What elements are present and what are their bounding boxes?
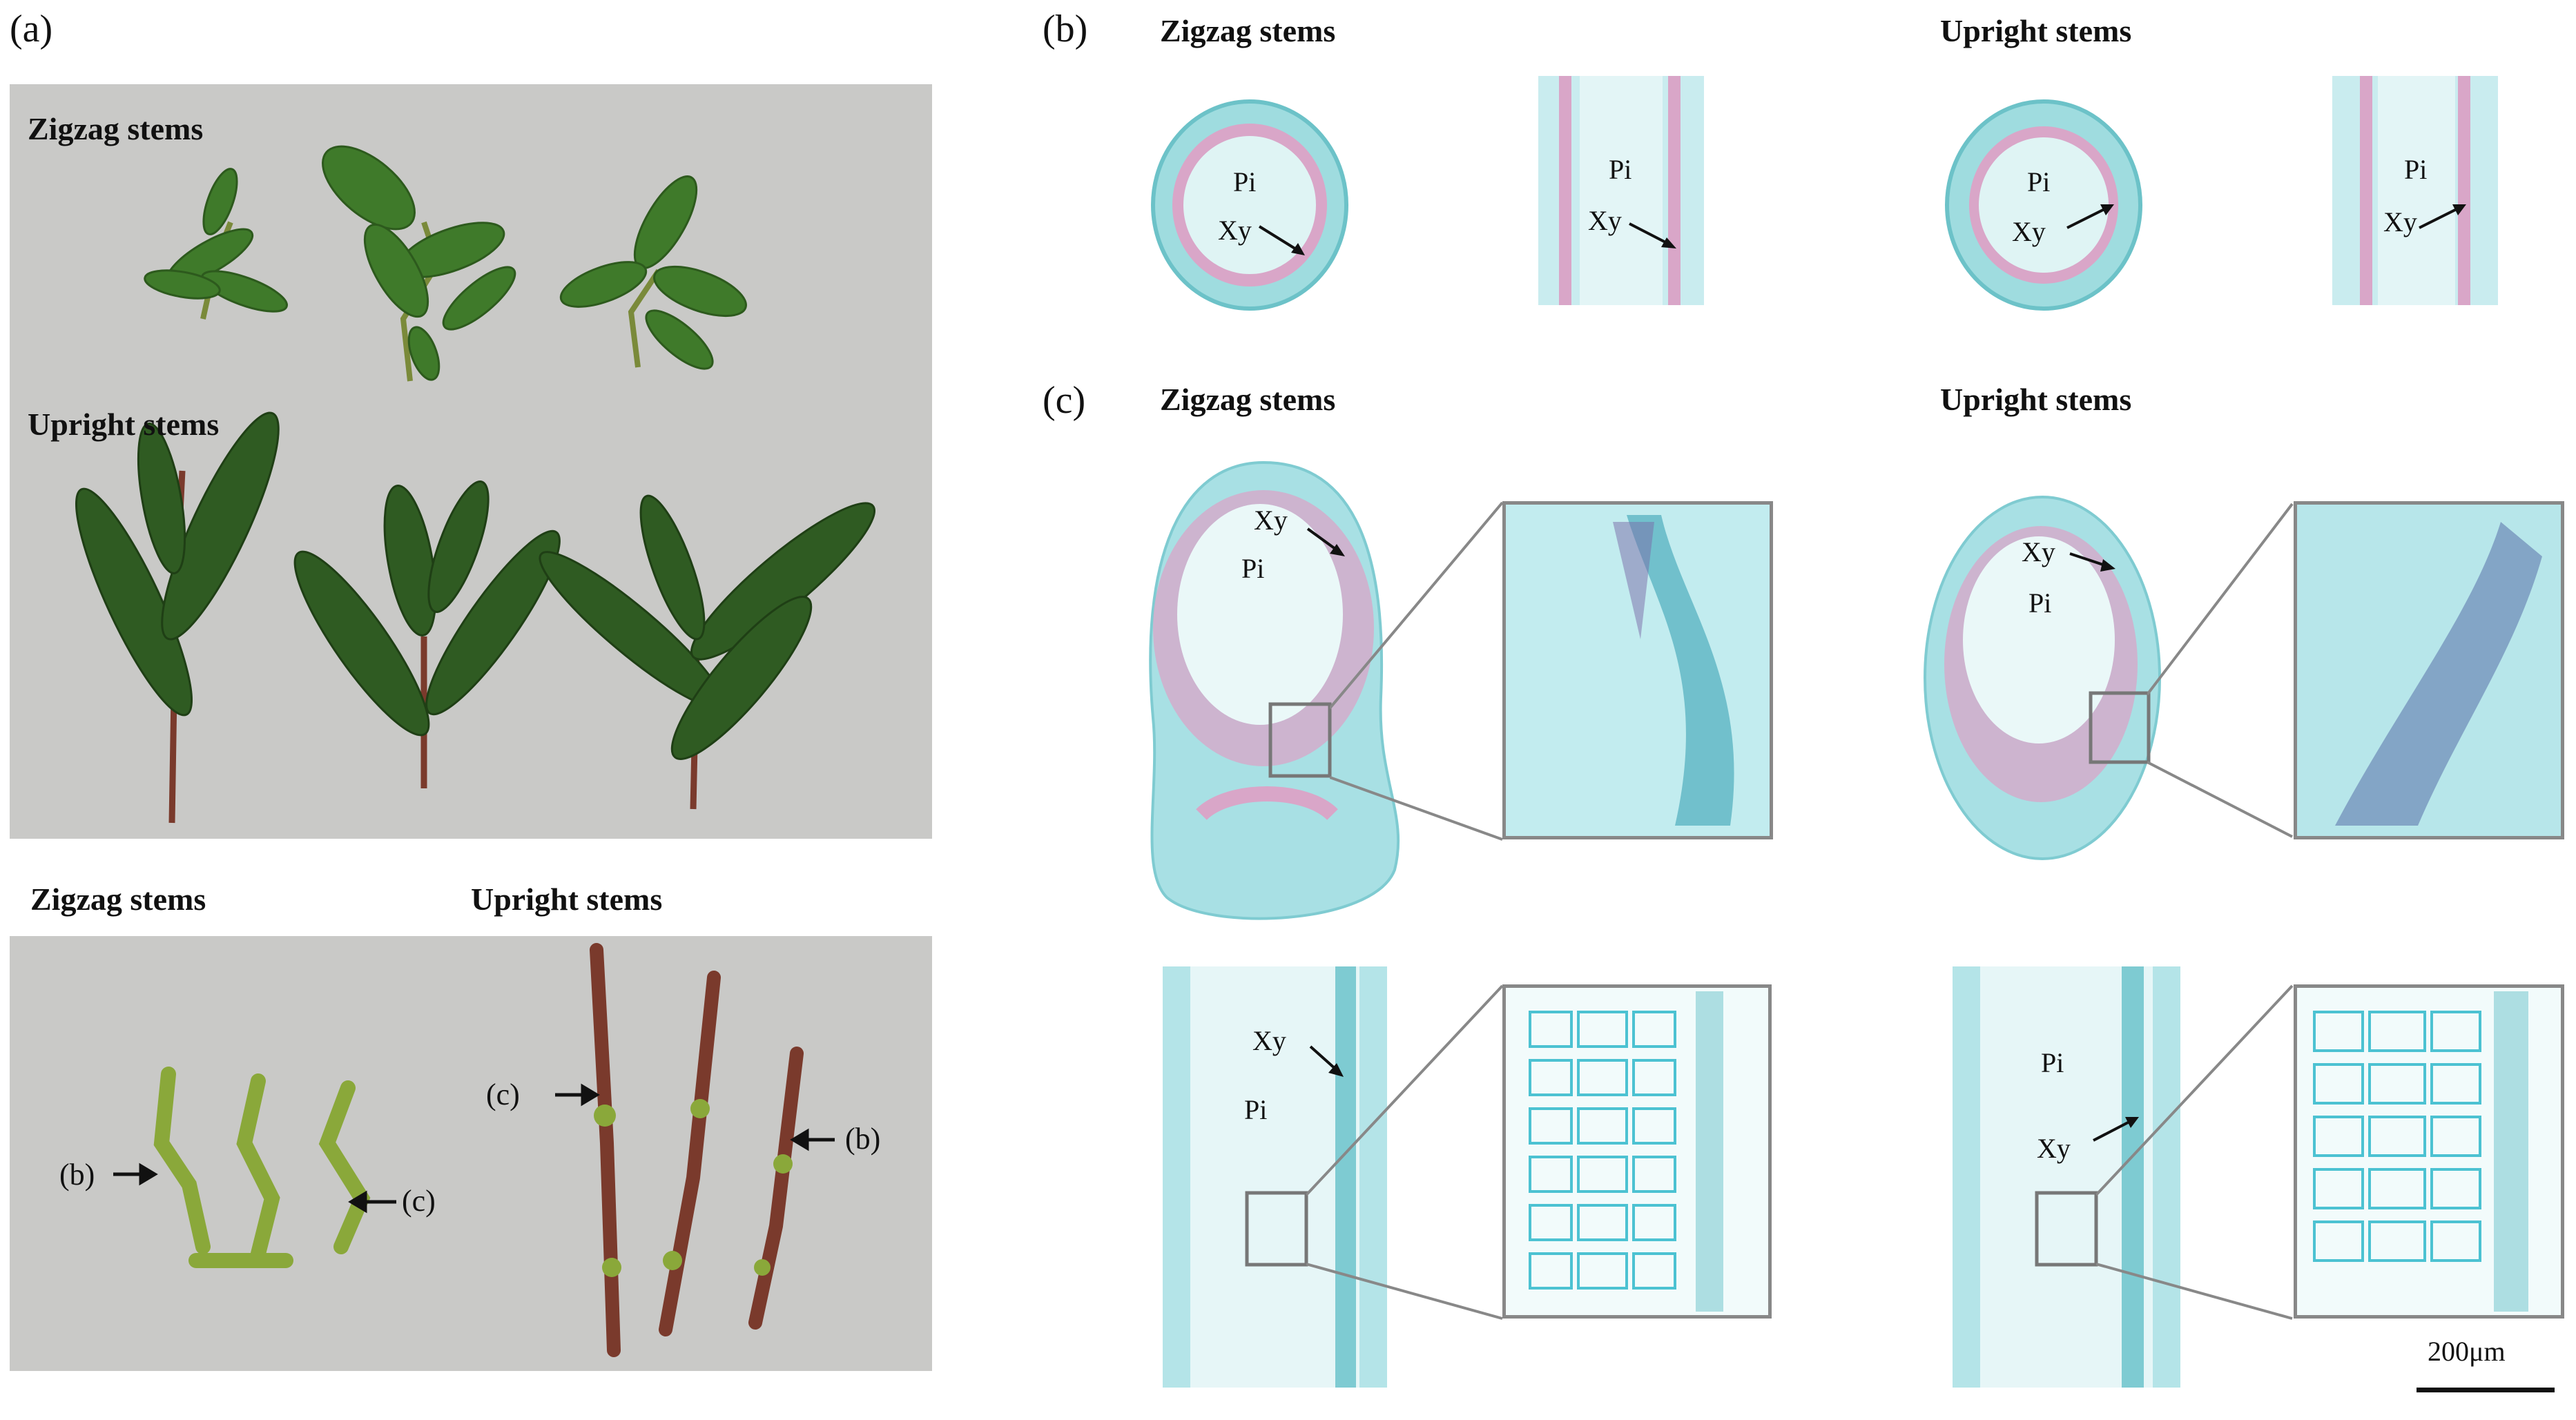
arrow-label-c-zigzag: (c) bbox=[402, 1184, 436, 1218]
upright-node-section bbox=[1924, 496, 2161, 860]
b-zigzag-cross-pith: Pi bbox=[1233, 166, 1257, 197]
upright-group-label: Upright stems bbox=[28, 407, 220, 442]
zigzag-internode-zoom-lines bbox=[1306, 984, 1504, 1320]
zigzag-internode-inset bbox=[1502, 984, 1772, 1319]
zigzag-group-label: Zigzag stems bbox=[28, 111, 204, 146]
bottom-zigzag-label: Zigzag stems bbox=[30, 882, 206, 917]
c-upright-internode-arrow bbox=[2093, 1117, 2139, 1142]
upright-cross-section bbox=[1945, 99, 2142, 311]
c-upright-internode-pith: Pi bbox=[2041, 1047, 2064, 1078]
b-zigzag-long-arrow bbox=[1629, 222, 1676, 249]
zigzag-cross-section bbox=[1151, 99, 1348, 311]
panel-c-letter: (c) bbox=[1043, 379, 1086, 422]
upright-longitudinal-section bbox=[2332, 76, 2498, 305]
arrow-label-b-zigzag: (b) bbox=[59, 1158, 95, 1192]
c-upright-node-xylem: Xy bbox=[2022, 536, 2055, 567]
leaf-photo bbox=[10, 84, 932, 839]
c-zigzag-internode-pith: Pi bbox=[1244, 1094, 1268, 1125]
b-upright-cross-xylem: Xy bbox=[2012, 216, 2046, 247]
b-zigzag-long-pith: Pi bbox=[1609, 154, 1632, 185]
zigzag-node-section bbox=[1149, 460, 1400, 920]
zigzag-internode-section bbox=[1163, 966, 1387, 1388]
scale-bar-label: 200μm bbox=[2428, 1336, 2506, 1367]
panel-c-zigzag-title: Zigzag stems bbox=[1160, 382, 1336, 417]
scale-bar bbox=[2417, 1388, 2555, 1392]
arrow-label-b-upright: (b) bbox=[845, 1122, 881, 1156]
b-zigzag-cross-arrow bbox=[1258, 225, 1305, 255]
c-zigzag-node-xylem: Xy bbox=[1254, 505, 1288, 536]
b-zigzag-long-xylem: Xy bbox=[1588, 205, 1622, 236]
b-upright-cross-arrow bbox=[2066, 204, 2114, 229]
arrow-label-c-upright: (c) bbox=[486, 1078, 520, 1111]
stem-segments-illustration bbox=[113, 943, 835, 1357]
upright-internode-section bbox=[1953, 966, 2180, 1388]
c-zigzag-node-arrow bbox=[1306, 527, 1345, 556]
upright-internode-zoom-lines bbox=[2096, 984, 2294, 1320]
zigzag-node-inset bbox=[1502, 501, 1773, 839]
bottom-upright-label: Upright stems bbox=[471, 882, 663, 917]
b-upright-long-pith: Pi bbox=[2404, 154, 2428, 185]
c-upright-internode-xylem: Xy bbox=[2037, 1133, 2071, 1164]
b-upright-cross-pith: Pi bbox=[2027, 166, 2051, 197]
leaf-shoots-illustration bbox=[75, 145, 875, 824]
stem-photo bbox=[10, 936, 932, 1371]
c-zigzag-node-pith: Pi bbox=[1241, 553, 1265, 584]
b-upright-long-arrow bbox=[2419, 204, 2466, 229]
c-upright-node-pith: Pi bbox=[2028, 587, 2052, 619]
b-zigzag-cross-xylem: Xy bbox=[1218, 215, 1252, 246]
zigzag-longitudinal-section bbox=[1538, 76, 1704, 305]
zigzag-node-zoom-lines bbox=[1330, 501, 1504, 841]
b-upright-long-xylem: Xy bbox=[2383, 206, 2417, 237]
c-upright-node-arrow bbox=[2069, 552, 2115, 572]
panel-b-upright-title: Upright stems bbox=[1940, 13, 2132, 48]
panel-b-letter: (b) bbox=[1043, 8, 1088, 50]
panel-b-zigzag-title: Zigzag stems bbox=[1160, 13, 1336, 48]
upright-node-inset bbox=[2294, 501, 2564, 839]
c-zigzag-internode-arrow bbox=[1309, 1045, 1344, 1077]
c-zigzag-internode-xylem: Xy bbox=[1252, 1025, 1286, 1056]
panel-a-letter: (a) bbox=[10, 8, 53, 50]
panel-c-upright-title: Upright stems bbox=[1940, 382, 2132, 417]
upright-node-zoom-lines bbox=[2147, 503, 2294, 838]
upright-internode-inset bbox=[2294, 984, 2564, 1319]
